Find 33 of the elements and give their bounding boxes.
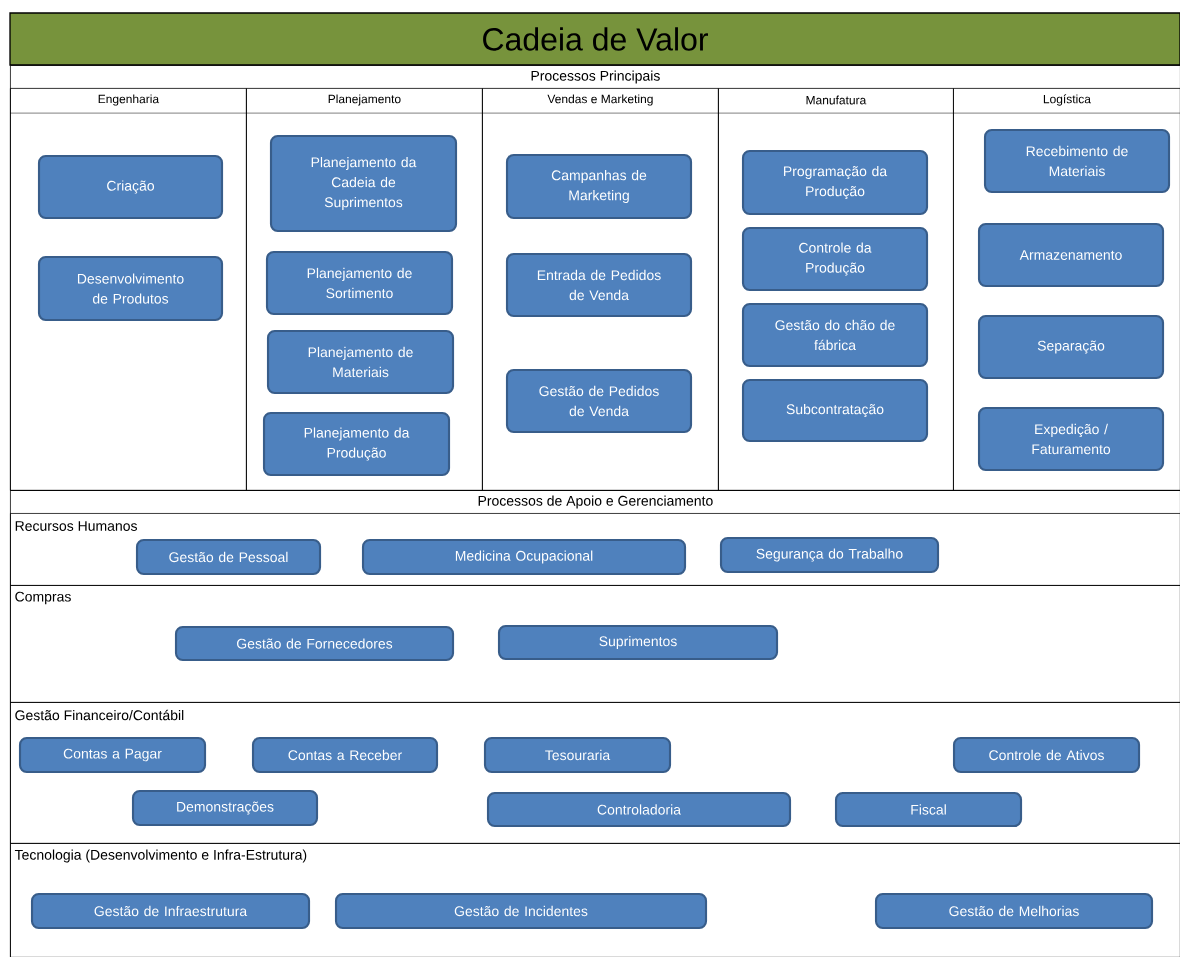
process-box: Entrada de Pedidos de Venda bbox=[505, 252, 693, 318]
process-box: Gestão de Melhorias bbox=[874, 892, 1154, 930]
process-box: Subcontratação bbox=[741, 378, 929, 443]
process-box: Tesouraria bbox=[483, 736, 672, 774]
process-box: Segurança do Trabalho bbox=[719, 536, 940, 574]
process-box: Planejamento de Materiais bbox=[266, 329, 455, 395]
process-box: Gestão de Infraestrutura bbox=[30, 892, 311, 930]
process-box: Gestão de Pedidos de Venda bbox=[505, 368, 693, 434]
process-box: Contas a Pagar bbox=[18, 736, 207, 774]
process-box: Medicina Ocupacional bbox=[361, 538, 687, 576]
process-box: Desenvolvimento de Produtos bbox=[37, 255, 224, 322]
process-box: Recebimento de Materiais bbox=[983, 128, 1171, 194]
process-box: Fiscal bbox=[834, 791, 1023, 828]
process-box: Separação bbox=[977, 314, 1165, 380]
process-box: Planejamento da Cadeia de Suprimentos bbox=[269, 134, 458, 233]
process-box: Criação bbox=[37, 154, 224, 220]
process-box: Armazenamento bbox=[977, 222, 1165, 288]
process-box: Controladoria bbox=[486, 791, 792, 828]
process-box: Gestão de Pessoal bbox=[135, 538, 322, 576]
process-box: Suprimentos bbox=[497, 624, 779, 661]
process-box: Campanhas de Marketing bbox=[505, 153, 693, 220]
process-box: Programação da Produção bbox=[741, 149, 929, 216]
process-box: Expedição / Faturamento bbox=[977, 406, 1165, 472]
process-box: Controle da Produção bbox=[741, 226, 929, 292]
process-box: Gestão de Fornecedores bbox=[174, 625, 455, 662]
title-banner: Cadeia de Valor bbox=[9, 12, 1180, 66]
process-box: Planejamento da Produção bbox=[262, 411, 451, 477]
process-box: Gestão do chão de fábrica bbox=[741, 302, 929, 368]
process-box: Controle de Ativos bbox=[952, 736, 1141, 774]
process-box: Gestão de Incidentes bbox=[334, 892, 708, 930]
process-box: Planejamento de Sortimento bbox=[265, 250, 454, 316]
process-box: Demonstrações bbox=[131, 789, 319, 827]
process-box: Contas a Receber bbox=[251, 736, 439, 774]
